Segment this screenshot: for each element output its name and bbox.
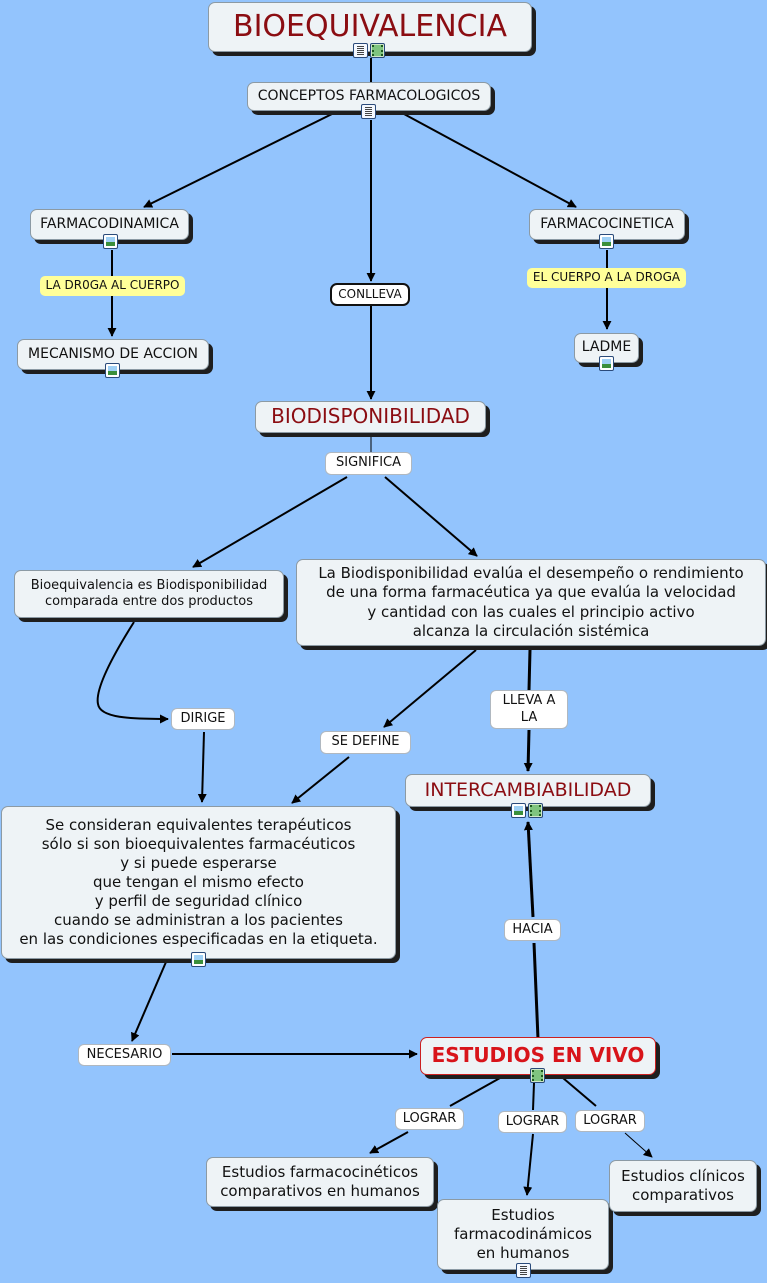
node-estudios-farmacodinamicos[interactable]: Estudios farmacodinámicos en humanos [437,1199,609,1270]
link-equivalentes-necesario [131,961,167,1042]
link-estudios-hacia [532,942,540,1040]
node-bioequivalencia[interactable]: BIOEQUIVALENCIA [208,2,532,52]
label-conlleva[interactable]: CONLLEVA [330,283,410,306]
link-biodisp-llevaala [527,649,532,691]
link-bioeq-dirige [96,621,169,724]
image-icon[interactable] [511,803,526,818]
link-estudios-lograr-2 [532,1082,535,1111]
label-lograr-3[interactable]: LOGRAR [575,1110,645,1132]
node-estudios-clinicos[interactable]: Estudios clínicos comparativos [609,1160,757,1212]
link-biodisp-sedefine [383,649,477,728]
link-hacia-intercambiabilidad [523,821,535,918]
label-dirige[interactable]: DIRIGE [171,708,235,730]
label-la-droga-al-cuerpo[interactable]: LA DR0GA AL CUERPO [40,276,185,296]
link-conceptos-farmacodinamica [143,113,333,208]
image-icon[interactable] [103,234,118,249]
node-equivalentes-terapeuticos[interactable]: Se consideran equivalentes terapéuticos … [1,806,396,959]
link-significa-bioeq [192,476,348,568]
label-se-define[interactable]: SE DEFINE [320,731,411,754]
doc-icon[interactable] [353,43,368,58]
label-necesario[interactable]: NECESARIO [78,1044,171,1066]
label-lograr-2[interactable]: LOGRAR [498,1111,567,1133]
link-lograr-farmacodinamicos [523,1133,534,1196]
node-biodisponibilidad[interactable]: BIODISPONIBILIDAD [255,401,486,433]
node-bioequivalencia-definicion[interactable]: Bioequivalencia es Biodisponibilidad com… [14,570,284,618]
node-biodisponibilidad-definicion[interactable]: La Biodisponibilidad evalúa el desempeño… [296,559,766,646]
link-llevaala-intercambiabilidad [523,729,533,772]
link-dirige-equivalentes [197,731,207,803]
link-lograr-farmacocineticos [369,1131,409,1154]
node-estudios-farmacocineticos[interactable]: Estudios farmacocinéticos comparativos e… [206,1157,434,1207]
image-icon[interactable] [599,234,614,249]
link-estudios-lograr-3 [562,1077,597,1107]
label-lleva-a-la[interactable]: LLEVA A LA [490,690,568,729]
link-conceptos-farmacocinetica [403,113,577,208]
doc-icon[interactable] [516,1263,531,1278]
link-lograr-clinicos [624,1132,653,1158]
link-estudios-lograr-1 [449,1077,501,1107]
film-icon[interactable] [370,43,385,58]
label-significa[interactable]: SIGNIFICA [325,452,412,475]
doc-icon[interactable] [361,104,376,119]
film-icon[interactable] [530,1068,545,1083]
link-significa-biodisp [384,476,478,557]
image-icon[interactable] [191,952,206,967]
image-icon[interactable] [105,363,120,378]
label-el-cuerpo-a-la-droga[interactable]: EL CUERPO A LA DROGA [527,268,686,288]
film-icon[interactable] [528,803,543,818]
link-sedefine-equivalentes [291,756,350,804]
label-hacia[interactable]: HACIA [504,919,561,941]
label-lograr-1[interactable]: LOGRAR [395,1108,464,1130]
image-icon[interactable] [599,356,614,371]
node-intercambiabilidad[interactable]: INTERCAMBIABILIDAD [405,774,651,807]
node-farmacocinetica[interactable]: FARMACOCINETICA [529,209,685,240]
